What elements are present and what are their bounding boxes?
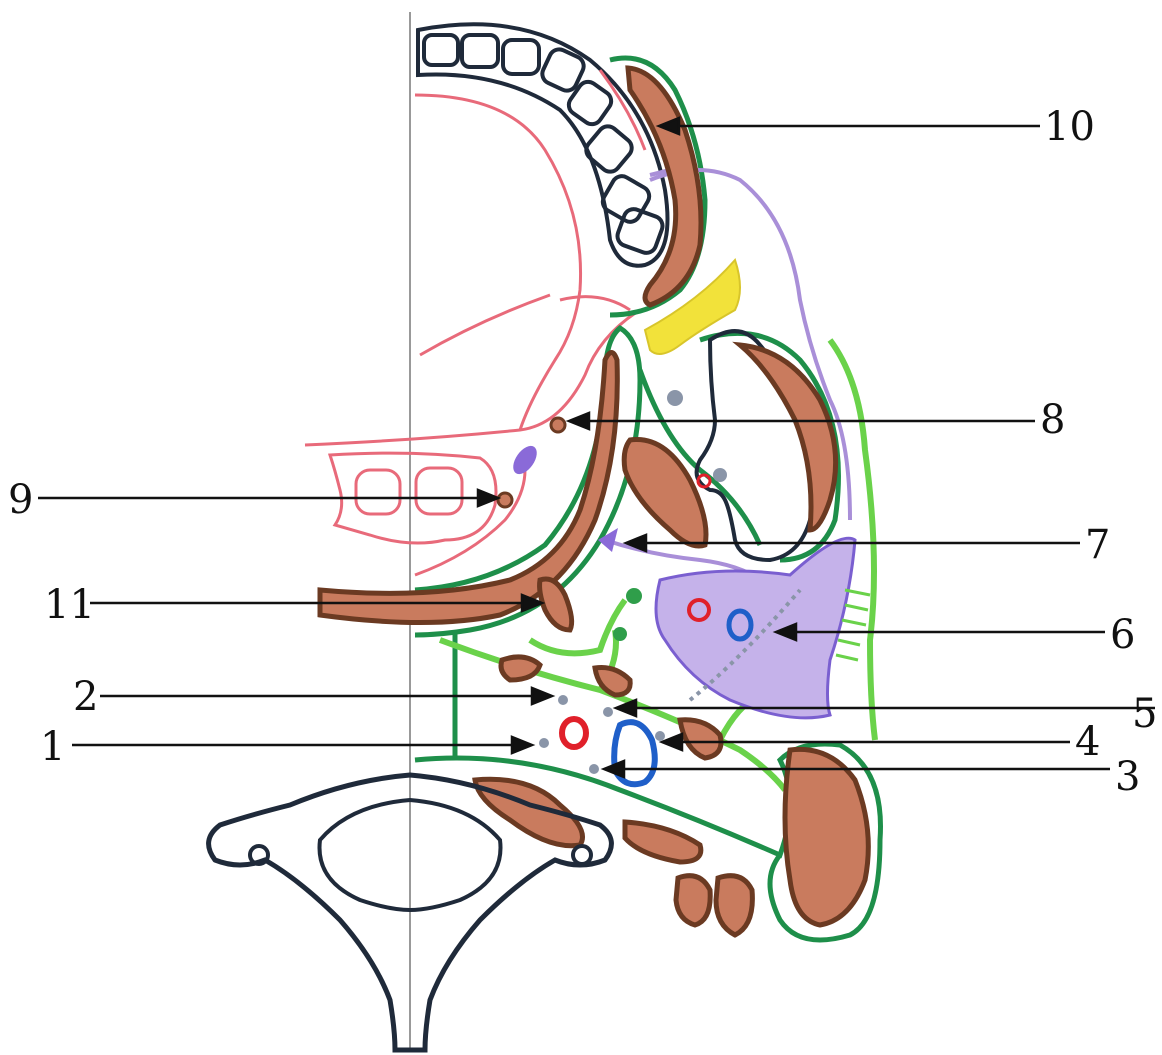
label-11: 11 xyxy=(44,582,95,628)
sternocleidomastoid-muscle xyxy=(785,749,868,925)
duct-arrowhead xyxy=(598,528,618,552)
parotid-gland xyxy=(656,538,855,718)
label-2: 2 xyxy=(73,674,98,720)
label-7: 7 xyxy=(1085,522,1110,568)
internal-carotid-artery xyxy=(562,719,586,747)
label-4: 4 xyxy=(1075,719,1100,765)
arrow-8 xyxy=(569,413,589,429)
arrow-1 xyxy=(512,737,532,753)
mandibular-ramus xyxy=(697,331,815,560)
styloglossus-muscle xyxy=(540,579,572,630)
arrow-2 xyxy=(532,688,552,704)
label-6: 6 xyxy=(1110,612,1135,658)
deep-neck-muscle-a xyxy=(676,876,710,925)
small-muscle-a xyxy=(501,657,540,680)
transverse-foramen-right xyxy=(573,846,591,864)
arrow-4 xyxy=(662,734,682,750)
label-9: 9 xyxy=(8,477,33,523)
label-3: 3 xyxy=(1115,754,1140,800)
prevertebral-muscle xyxy=(625,822,701,862)
label-8: 8 xyxy=(1040,397,1065,443)
label-1: 1 xyxy=(40,724,65,770)
deep-neck-muscle-b xyxy=(716,876,752,935)
tonsillar-vessel xyxy=(498,493,512,507)
medial-pterygoid-muscle xyxy=(624,440,706,547)
pink-bone-section xyxy=(330,453,525,575)
label-5: 5 xyxy=(1132,691,1157,737)
label-10: 10 xyxy=(1044,104,1095,150)
palatine-vessel xyxy=(551,418,565,432)
oral-cavity-outline xyxy=(305,70,645,445)
muscles xyxy=(320,68,868,935)
small-muscle-c xyxy=(680,720,721,758)
